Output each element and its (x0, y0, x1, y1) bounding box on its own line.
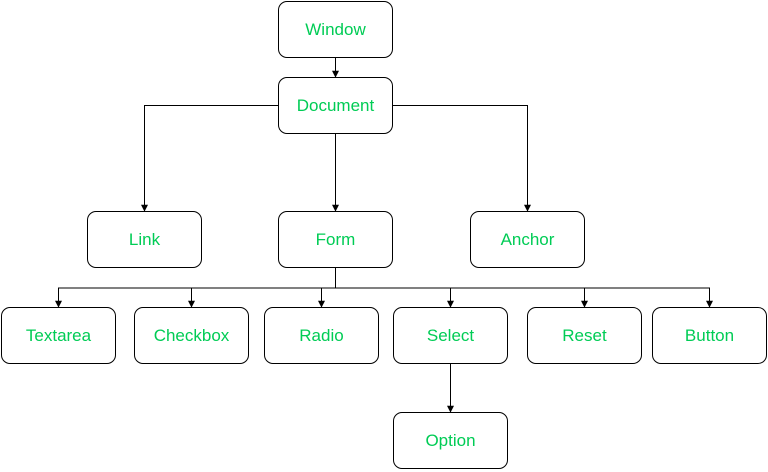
node-radio: Radio (264, 307, 379, 364)
node-reset-label: Reset (562, 325, 607, 345)
edge-form-to-radio (318, 268, 336, 308)
node-link: Link (87, 211, 202, 268)
node-form-label: Form (315, 229, 356, 249)
node-select: Select (393, 307, 508, 364)
node-link-label: Link (128, 229, 161, 249)
edge-form-to-button (335, 268, 713, 308)
edge-form-to-checkbox (188, 268, 336, 308)
node-document: Document (278, 77, 393, 134)
node-button-label: Button (684, 325, 735, 345)
node-document-label: Document (296, 95, 375, 115)
edge-document-to-anchor (393, 105, 531, 212)
node-option: Option (393, 412, 508, 469)
node-radio-label: Radio (299, 325, 344, 345)
node-form: Form (278, 211, 393, 268)
node-textarea-label: Textarea (25, 325, 92, 345)
node-window-label: Window (305, 19, 366, 39)
node-select-label: Select (426, 325, 475, 345)
node-checkbox-label: Checkbox (153, 325, 230, 345)
node-button: Button (652, 307, 767, 364)
node-option-label: Option (425, 430, 476, 450)
node-checkbox: Checkbox (134, 307, 249, 364)
node-textarea: Textarea (1, 307, 116, 364)
node-anchor-label: Anchor (500, 229, 555, 249)
node-anchor: Anchor (470, 211, 585, 268)
node-reset: Reset (527, 307, 642, 364)
node-window: Window (278, 1, 393, 58)
edge-document-to-link (141, 105, 278, 212)
